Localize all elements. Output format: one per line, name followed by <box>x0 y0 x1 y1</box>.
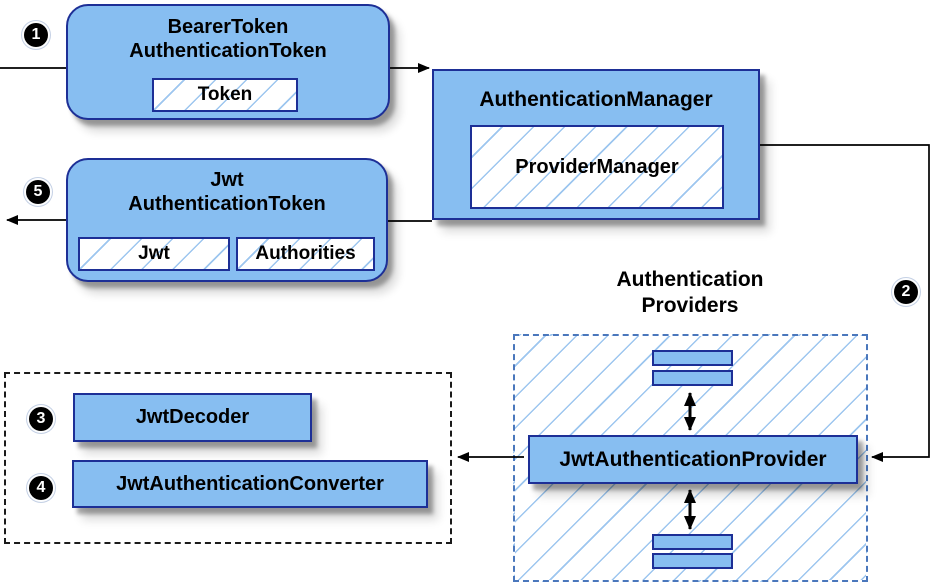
step-1-badge: 1 <box>24 23 48 47</box>
node-bearer-token-authentication-token: BearerToken AuthenticationToken Token <box>66 4 390 120</box>
authentication-providers-label: Authentication Providers <box>540 267 840 319</box>
chip-jwt: Jwt <box>78 237 230 271</box>
bearer-token-title: BearerToken AuthenticationToken <box>129 16 327 62</box>
node-jwt-authentication-token: Jwt AuthenticationToken Jwt Authorities <box>66 158 388 282</box>
step-5-badge: 5 <box>26 180 50 204</box>
authentication-providers-label-line2: Providers <box>641 294 739 317</box>
node-jwt-authentication-converter: JwtAuthenticationConverter <box>72 460 428 508</box>
chip-token: Token <box>152 78 298 112</box>
node-jwt-authentication-provider: JwtAuthenticationProvider <box>528 435 858 484</box>
jwt-token-title: Jwt AuthenticationToken <box>128 169 326 215</box>
provider-stack-rect-top-2 <box>652 370 733 386</box>
chip-authorities: Authorities <box>236 237 375 271</box>
authentication-providers-label-line1: Authentication <box>616 268 764 291</box>
step-2-badge: 2 <box>894 280 918 304</box>
provider-stack-rect-bottom-2 <box>652 553 733 569</box>
jwt-components-group-box <box>4 372 452 544</box>
node-authentication-manager: AuthenticationManager ProviderManager <box>432 69 760 220</box>
chip-provider-manager: ProviderManager <box>470 125 724 209</box>
provider-stack-rect-bottom-1 <box>652 534 733 550</box>
node-jwt-decoder: JwtDecoder <box>73 393 312 442</box>
authentication-manager-title: AuthenticationManager <box>479 88 713 111</box>
step-4-badge: 4 <box>29 476 53 500</box>
step-3-badge: 3 <box>29 407 53 431</box>
provider-stack-rect-top-1 <box>652 350 733 366</box>
